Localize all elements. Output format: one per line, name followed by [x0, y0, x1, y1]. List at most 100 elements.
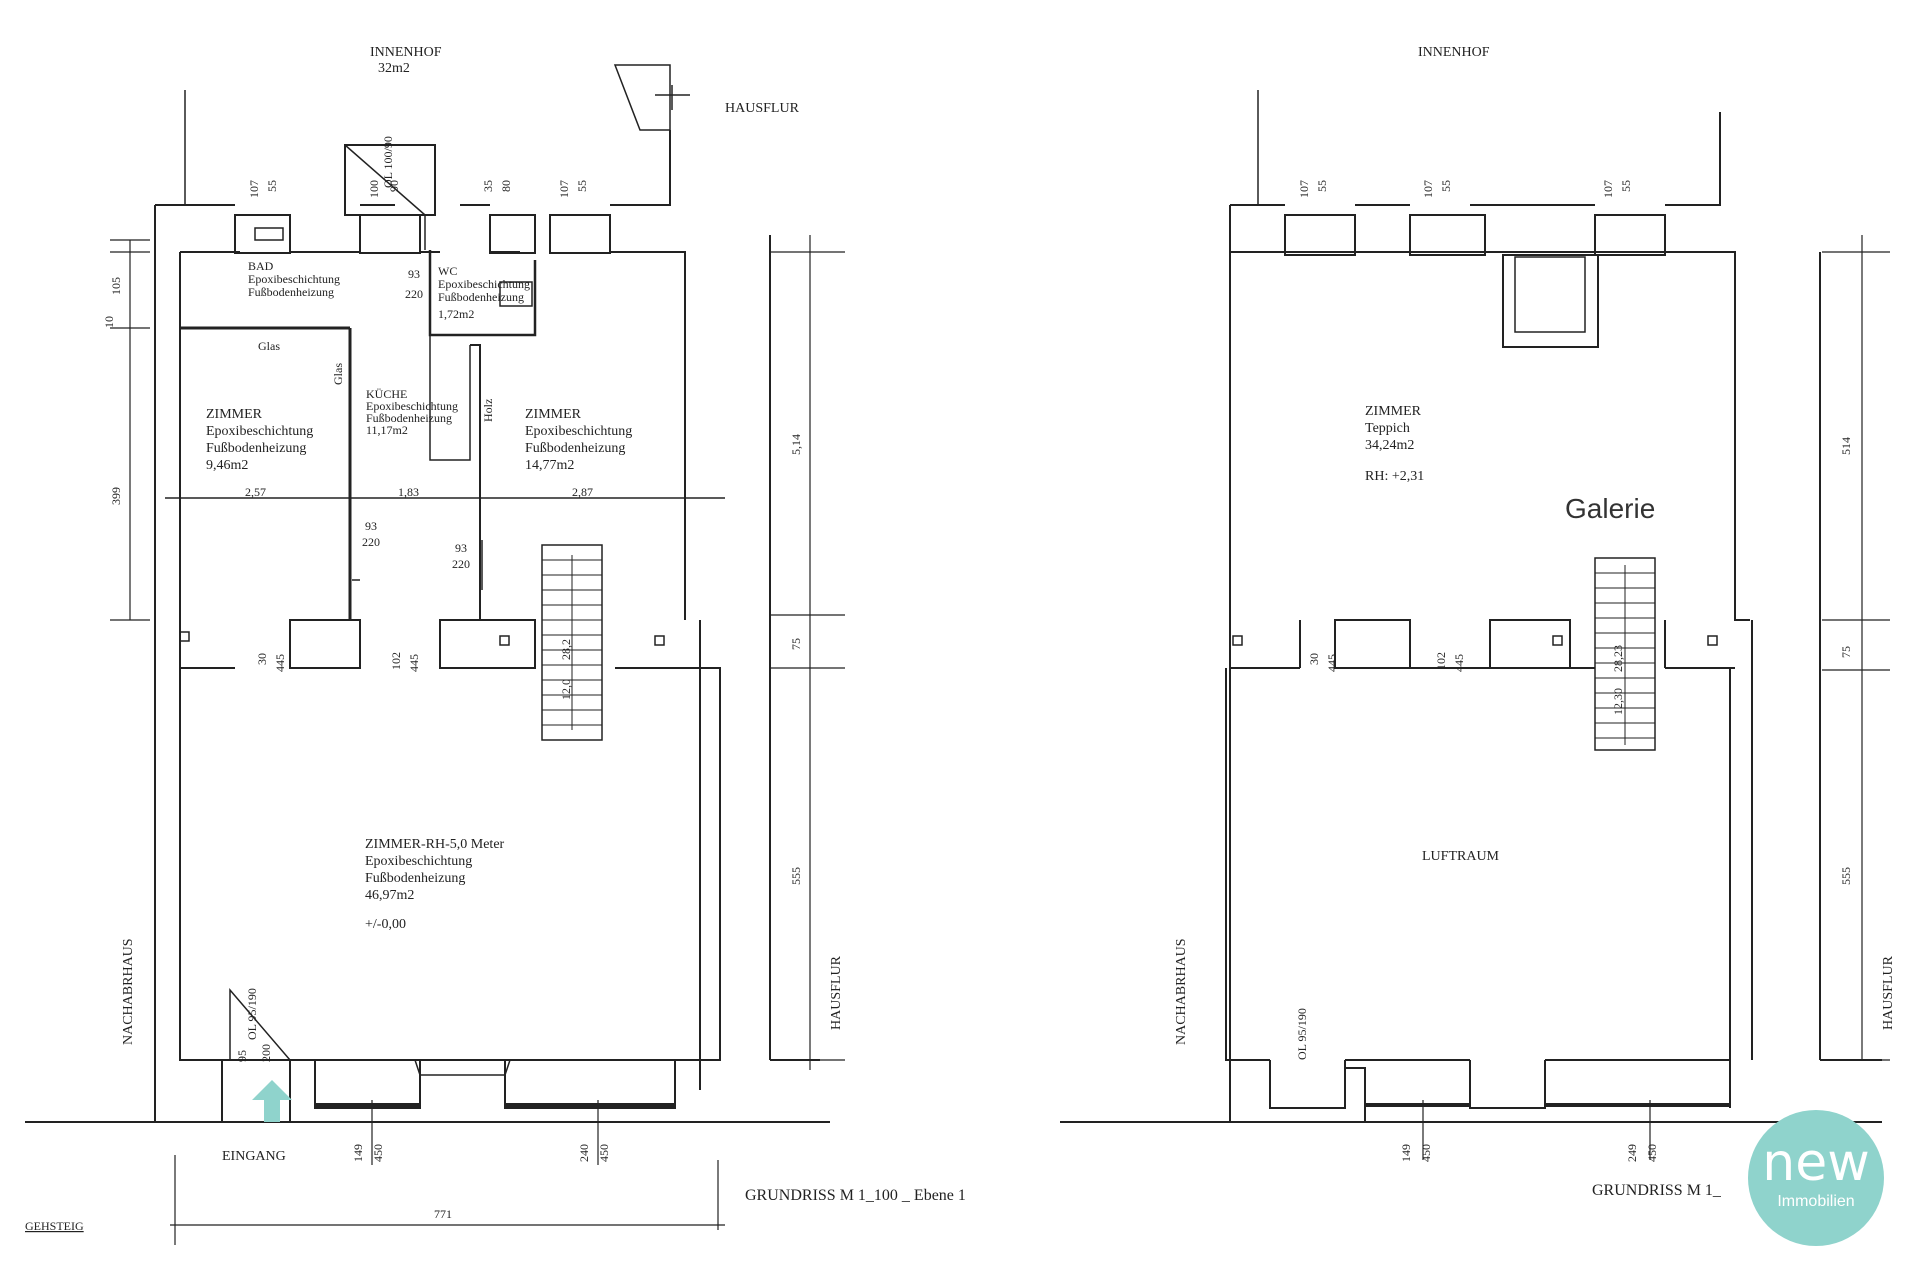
- bottom-dims-left: 149 450 240 450: [351, 1144, 611, 1162]
- svg-text:ZIMMER: ZIMMER: [525, 407, 582, 422]
- svg-text:34,24m2: 34,24m2: [1365, 438, 1414, 453]
- svg-text:RH: +2,31: RH: +2,31: [1365, 469, 1424, 484]
- dim-entry-95: 95: [235, 1050, 249, 1062]
- svg-text:12,0: 12,0: [559, 679, 573, 700]
- svg-text:555: 555: [1839, 867, 1853, 885]
- svg-text:75: 75: [1839, 646, 1853, 658]
- annot-door-ol: OL 100/90: [381, 136, 395, 188]
- opening-dims-left: 30 445 102 445: [255, 652, 421, 672]
- svg-text:Fußbodenheizung: Fußbodenheizung: [525, 441, 625, 456]
- label-airspace: LUFTRAUM: [1422, 849, 1500, 864]
- svg-text:10: 10: [102, 316, 116, 328]
- svg-text:100: 100: [367, 180, 381, 198]
- svg-text:249: 249: [1625, 1144, 1639, 1162]
- bottom-dims-right: 149 450 249 450: [1399, 1144, 1659, 1162]
- svg-text:399: 399: [109, 487, 123, 505]
- svg-text:Teppich: Teppich: [1365, 421, 1410, 436]
- annot-door-entry: OL 95/190: [245, 988, 259, 1040]
- logo-wordmark: new: [1762, 1133, 1869, 1193]
- svg-text:Fußbodenheizung: Fußbodenheizung: [365, 871, 465, 886]
- room-wc: WC Epoxibeschichtung Fußbodenheizung 1,7…: [438, 264, 530, 321]
- left-markers: [179, 227, 665, 646]
- svg-text:28,2: 28,2: [559, 639, 573, 660]
- svg-text:ZIMMER-RH-5,0 Meter: ZIMMER-RH-5,0 Meter: [365, 837, 505, 852]
- entrance-arrow-icon: [252, 1080, 292, 1122]
- svg-text:102: 102: [1434, 652, 1448, 670]
- svg-text:514: 514: [1839, 437, 1853, 455]
- svg-text:149: 149: [1399, 1144, 1413, 1162]
- svg-text:11,17m2: 11,17m2: [366, 423, 408, 437]
- svg-text:ZIMMER: ZIMMER: [206, 407, 263, 422]
- svg-text:28,23: 28,23: [1611, 645, 1625, 672]
- svg-text:107: 107: [247, 180, 261, 198]
- svg-text:445: 445: [1325, 654, 1339, 672]
- svg-text:KÜCHE: KÜCHE: [366, 387, 407, 401]
- svg-text:46,97m2: 46,97m2: [365, 888, 414, 903]
- svg-text:Epoxibeschichtung: Epoxibeschichtung: [365, 854, 472, 869]
- svg-text:90: 90: [387, 180, 401, 192]
- label-courtyard-area: 32m2: [378, 61, 410, 76]
- svg-text:WC: WC: [438, 264, 457, 278]
- dim-entry-200: 200: [259, 1044, 273, 1062]
- svg-text:445: 445: [1452, 654, 1466, 672]
- dim-183: 1,83: [398, 485, 419, 499]
- side-dims-right: 514 75 555: [1839, 437, 1853, 885]
- svg-text:107: 107: [1297, 180, 1311, 198]
- dim-257: 2,57: [245, 485, 266, 499]
- svg-text:Epoxibeschichtung: Epoxibeschichtung: [438, 277, 530, 291]
- svg-text:12,30: 12,30: [1611, 688, 1625, 715]
- svg-text:149: 149: [351, 1144, 365, 1162]
- svg-text:35: 35: [481, 180, 495, 192]
- annot-glas-1: Glas: [258, 339, 280, 353]
- annot-glas-2: Glas: [331, 363, 345, 385]
- dim-287: 2,87: [572, 485, 593, 499]
- svg-text:9,46m2: 9,46m2: [206, 458, 248, 473]
- svg-text:1,72m2: 1,72m2: [438, 307, 474, 321]
- svg-text:80: 80: [499, 180, 513, 192]
- svg-text:450: 450: [371, 1144, 385, 1162]
- label-entrance: EINGANG: [222, 1149, 286, 1164]
- svg-text:BAD: BAD: [248, 259, 274, 273]
- label-neighbour-left: NACHABRHAUS: [121, 938, 136, 1045]
- svg-text:240: 240: [577, 1144, 591, 1162]
- svg-text:55: 55: [575, 180, 589, 192]
- room-zimmer-left: ZIMMER Epoxibeschichtung Fußbodenheizung…: [206, 407, 313, 473]
- title-left: GRUNDRISS M 1_100 _ Ebene 1: [745, 1187, 966, 1204]
- stair-dims-right: 12,30 28,23: [1611, 645, 1625, 715]
- svg-text:Fußbodenheizung: Fußbodenheizung: [206, 441, 306, 456]
- dim-771: 771: [434, 1207, 452, 1221]
- svg-text:450: 450: [597, 1144, 611, 1162]
- svg-text:Fußbodenheizung: Fußbodenheizung: [438, 290, 524, 304]
- svg-text:Epoxibeschichtung: Epoxibeschichtung: [366, 399, 458, 413]
- svg-text:55: 55: [1619, 180, 1633, 192]
- title-right: GRUNDRISS M 1_: [1592, 1182, 1722, 1199]
- annot-door-entry-right: OL 95/190: [1295, 1008, 1309, 1060]
- label-courtyard-right: INNENHOF: [1418, 45, 1490, 60]
- label-sidewalk: GEHSTEIG: [25, 1219, 84, 1233]
- svg-text:Epoxibeschichtung: Epoxibeschichtung: [525, 424, 632, 439]
- dim-door-93-b: 93: [455, 541, 467, 555]
- svg-text:445: 445: [273, 654, 287, 672]
- top-dims-left: 107 55 100 90 35 80 107 55: [247, 180, 589, 198]
- room-zimmer-upper: ZIMMER Teppich 34,24m2 RH: +2,31: [1365, 404, 1424, 484]
- opening-dims-right: 30 445 102 445: [1307, 652, 1466, 672]
- svg-text:+/-0,00: +/-0,00: [365, 917, 406, 932]
- label-hallway-left-side: HAUSFLUR: [829, 955, 844, 1030]
- svg-text:30: 30: [255, 653, 269, 665]
- room-zimmer-main: ZIMMER-RH-5,0 Meter Epoxibeschichtung Fu…: [365, 837, 505, 932]
- stair-dims-left: 12,0 28,2: [559, 639, 573, 700]
- room-kueche: KÜCHE Epoxibeschichtung Fußbodenheizung …: [366, 387, 458, 437]
- svg-text:Fußbodenheizung: Fußbodenheizung: [366, 411, 452, 425]
- brand-logo: new Immobilien: [1748, 1110, 1884, 1246]
- svg-text:55: 55: [1315, 180, 1329, 192]
- svg-text:102: 102: [389, 652, 403, 670]
- label-gallery: Galerie: [1565, 493, 1655, 524]
- room-bad: BAD Epoxibeschichtung Fußbodenheizung: [248, 259, 340, 299]
- dim-door-93-a: 93: [365, 519, 377, 533]
- svg-text:445: 445: [407, 654, 421, 672]
- svg-text:30: 30: [1307, 653, 1321, 665]
- annot-holz: Holz: [481, 399, 495, 422]
- side-dims-left: 10 105 399 5,14 75 555: [102, 277, 803, 885]
- svg-text:450: 450: [1645, 1144, 1659, 1162]
- label-neighbour-right: NACHABRHAUS: [1174, 938, 1189, 1045]
